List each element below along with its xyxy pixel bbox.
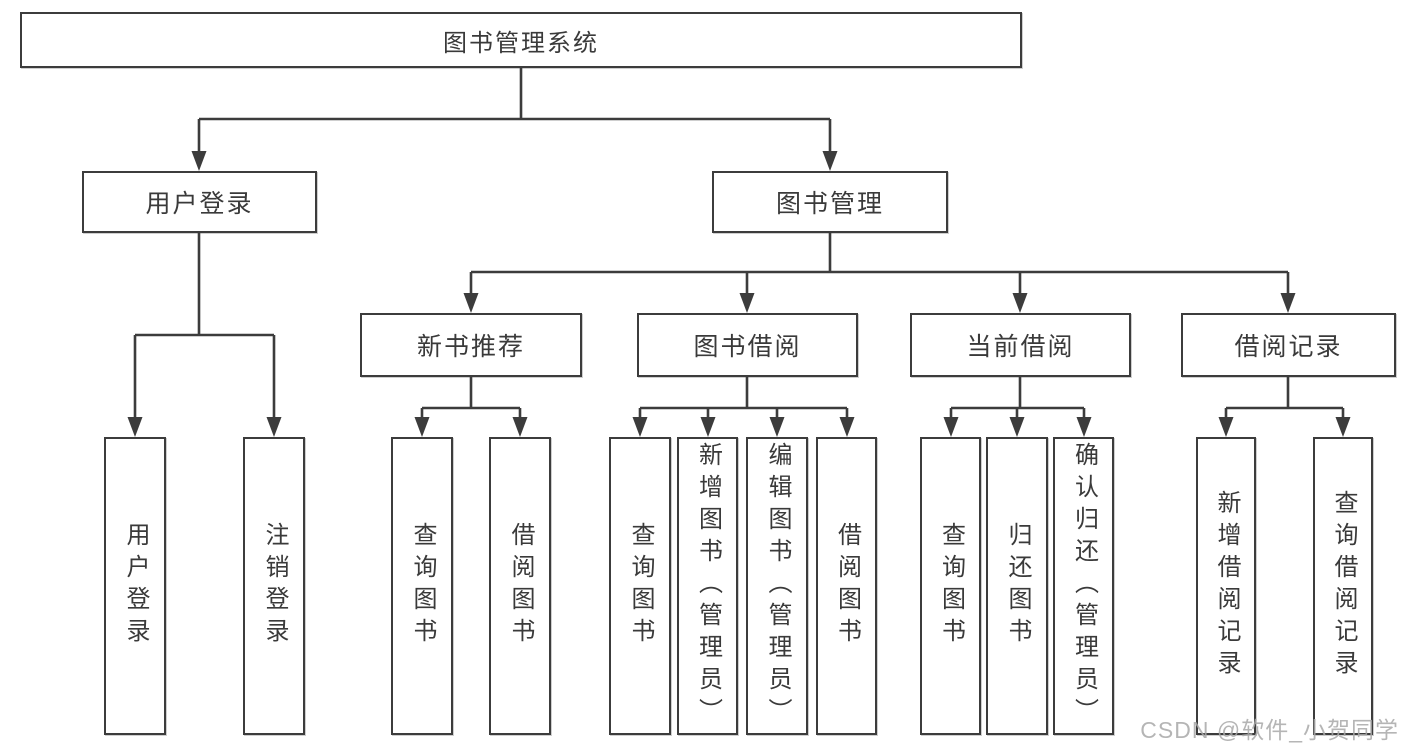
leaf-query-borrow-record: 查询借阅记录 <box>1313 437 1373 735</box>
leaf-user-login: 用户登录 <box>104 437 166 735</box>
leaf-return-books: 归还图书 <box>986 437 1048 735</box>
leaf-confirm-return-admin: 确认归还（管理员） <box>1053 437 1114 735</box>
node-book-borrow: 图书借阅 <box>637 313 858 377</box>
leaf-add-borrow-record: 新增借阅记录 <box>1196 437 1256 735</box>
leaf-query-books-borrow: 查询图书 <box>609 437 671 735</box>
node-current-borrow: 当前借阅 <box>910 313 1131 377</box>
node-new-book-recommend: 新书推荐 <box>360 313 582 377</box>
node-book-management: 图书管理 <box>712 171 948 233</box>
leaf-query-books-recommend: 查询图书 <box>391 437 453 735</box>
leaf-add-books-admin: 新增图书（管理员） <box>677 437 738 735</box>
leaf-edit-books-admin: 编辑图书（管理员） <box>746 437 808 735</box>
node-user-login: 用户登录 <box>82 171 317 233</box>
leaf-query-books-current: 查询图书 <box>920 437 981 735</box>
leaf-logout: 注销登录 <box>243 437 305 735</box>
node-borrow-records: 借阅记录 <box>1181 313 1396 377</box>
node-library-management-system: 图书管理系统 <box>20 12 1022 68</box>
leaf-borrow-books: 借阅图书 <box>816 437 877 735</box>
leaf-borrow-books-recommend: 借阅图书 <box>489 437 551 735</box>
csdn-watermark: CSDN @软件_小贺同学 <box>1140 717 1399 743</box>
